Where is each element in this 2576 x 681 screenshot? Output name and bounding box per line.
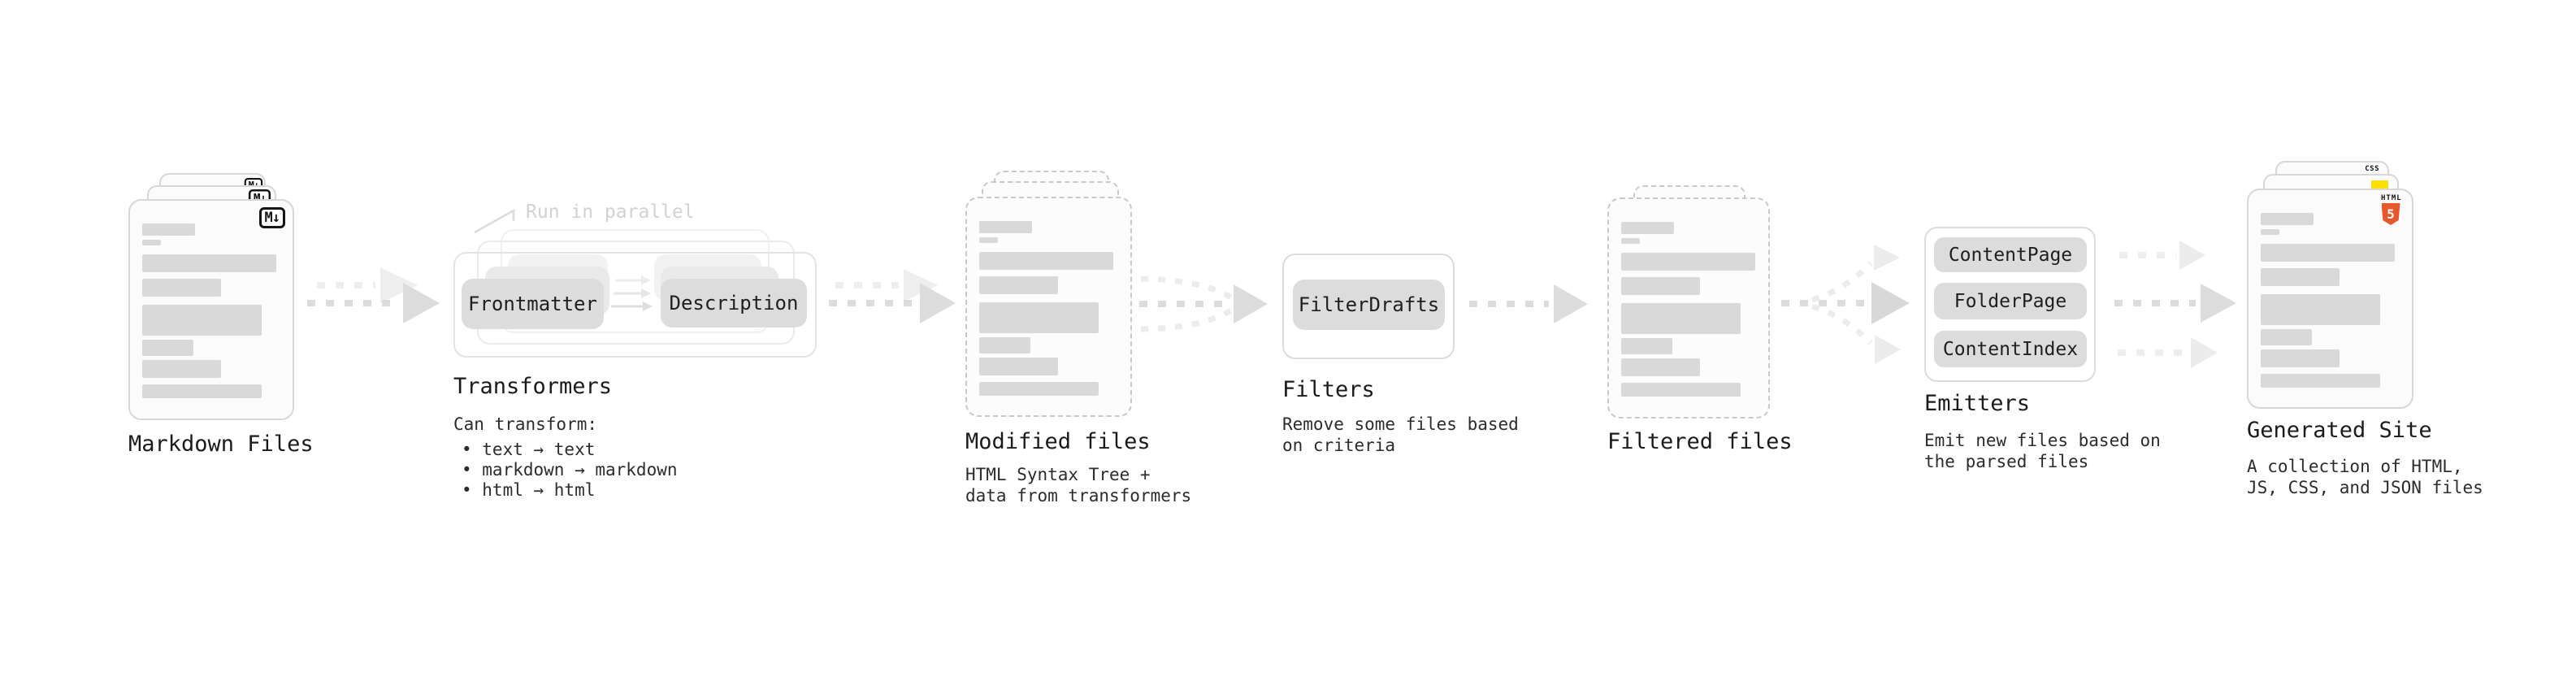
skeleton-text-bar	[1621, 338, 1672, 354]
filtered-file-card	[1607, 197, 1770, 419]
skeleton-text-bar	[979, 252, 1113, 270]
skeleton-text-bar	[979, 302, 1099, 333]
filtered-files-label: Filtered files	[1607, 429, 1793, 454]
skeleton-text-bar	[1621, 277, 1700, 295]
skeleton-text-bar	[1621, 238, 1640, 244]
skeleton-text-bar	[142, 384, 262, 398]
arrow-filters-to-filtered	[1469, 284, 1588, 323]
contentindex-node: ContentIndex	[1934, 331, 2087, 367]
filterdrafts-node: FilterDrafts	[1293, 280, 1445, 330]
skeleton-text-bar	[1621, 253, 1755, 271]
skeleton-text-bar	[1621, 303, 1741, 334]
arrow-filtered-to-emitters-split	[1781, 245, 1910, 364]
html5-word: HTML	[2381, 194, 2402, 202]
skeleton-text-bar	[979, 382, 1099, 396]
arrow-modified-to-filters-merge	[1139, 275, 1268, 332]
generated-site-label: Generated Site	[2247, 418, 2432, 443]
skeleton-text-bar	[2261, 268, 2340, 286]
emitters-description-line: Emit new files based on	[1924, 431, 2161, 450]
generated-site-description-line: JS, CSS, and JSON files	[2247, 478, 2483, 497]
emitters-description-line: the parsed files	[1924, 452, 2089, 471]
frontmatter-node: Frontmatter	[462, 279, 604, 329]
filters-description-line: on criteria	[1282, 436, 1396, 455]
arrow-markdown-to-transformers	[307, 267, 440, 323]
skeleton-text-bar	[979, 358, 1058, 375]
generated-file-card-html: HTML 5	[2247, 189, 2413, 409]
modified-files-description-line: HTML Syntax Tree +	[965, 465, 1151, 484]
skeleton-text-bar	[2261, 329, 2312, 345]
markdown-icon: M↓	[258, 207, 285, 228]
skeleton-text-bar	[1621, 383, 1741, 397]
skeleton-text-bar	[979, 221, 1032, 233]
markdown-file-card: M↓	[128, 199, 294, 420]
arrow-transformers-to-modified	[829, 269, 956, 323]
skeleton-text-bar	[142, 305, 262, 336]
filters-label: Filters	[1282, 377, 1375, 402]
skeleton-text-bar	[979, 237, 998, 243]
folderpage-node: FolderPage	[1934, 283, 2087, 319]
can-transform-title: Can transform:	[453, 414, 598, 434]
skeleton-text-bar	[2261, 244, 2395, 262]
js-icon	[2371, 180, 2388, 190]
skeleton-text-bar	[142, 240, 161, 245]
run-in-parallel-leader-line	[474, 208, 515, 234]
skeleton-text-bar	[979, 337, 1030, 354]
filters-description-line: Remove some files based	[1282, 414, 1519, 434]
description-node: Description	[661, 279, 807, 327]
modified-file-card	[965, 197, 1132, 417]
skeleton-text-bar	[142, 223, 195, 236]
modified-files-description-line: data from transformers	[965, 486, 1192, 505]
transform-bullet: • text → text	[462, 440, 596, 459]
run-in-parallel-callout: Run in parallel	[526, 202, 695, 223]
transform-bullet: • html → html	[462, 480, 596, 500]
skeleton-text-bar	[979, 276, 1058, 294]
transformers-description: Can transform: • text → text • markdown …	[453, 414, 678, 501]
skeleton-text-bar	[142, 254, 276, 272]
markdown-files-label: Markdown Files	[128, 432, 314, 457]
arrow-emitters-to-generated	[2114, 241, 2236, 368]
emitters-description: Emit new files based on the parsed files	[1924, 430, 2161, 472]
transformers-label: Transformers	[453, 374, 613, 399]
skeleton-text-bar	[2261, 374, 2380, 388]
skeleton-text-bar	[2261, 294, 2380, 325]
generated-site-description: A collection of HTML, JS, CSS, and JSON …	[2247, 456, 2483, 498]
skeleton-text-bar	[2261, 349, 2340, 367]
filters-description: Remove some files based on criteria	[1282, 414, 1519, 456]
skeleton-text-bar	[142, 340, 193, 356]
contentpage-node: ContentPage	[1934, 237, 2087, 272]
emitters-label: Emitters	[1924, 391, 2031, 416]
skeleton-text-bar	[1621, 358, 1700, 376]
modified-files-description: HTML Syntax Tree + data from transformer…	[965, 464, 1191, 506]
skeleton-text-bar	[2261, 213, 2314, 225]
skeleton-text-bar	[1621, 222, 1674, 234]
transformers-box	[453, 252, 817, 358]
skeleton-text-bar	[142, 279, 221, 297]
html5-shield: 5	[2381, 203, 2400, 225]
modified-files-label: Modified files	[965, 429, 1151, 454]
transform-bullet: • markdown → markdown	[462, 460, 678, 479]
html5-icon: HTML 5	[2381, 194, 2402, 225]
generated-site-description-line: A collection of HTML,	[2247, 457, 2463, 476]
skeleton-text-bar	[142, 360, 221, 378]
skeleton-text-bar	[2261, 229, 2279, 235]
